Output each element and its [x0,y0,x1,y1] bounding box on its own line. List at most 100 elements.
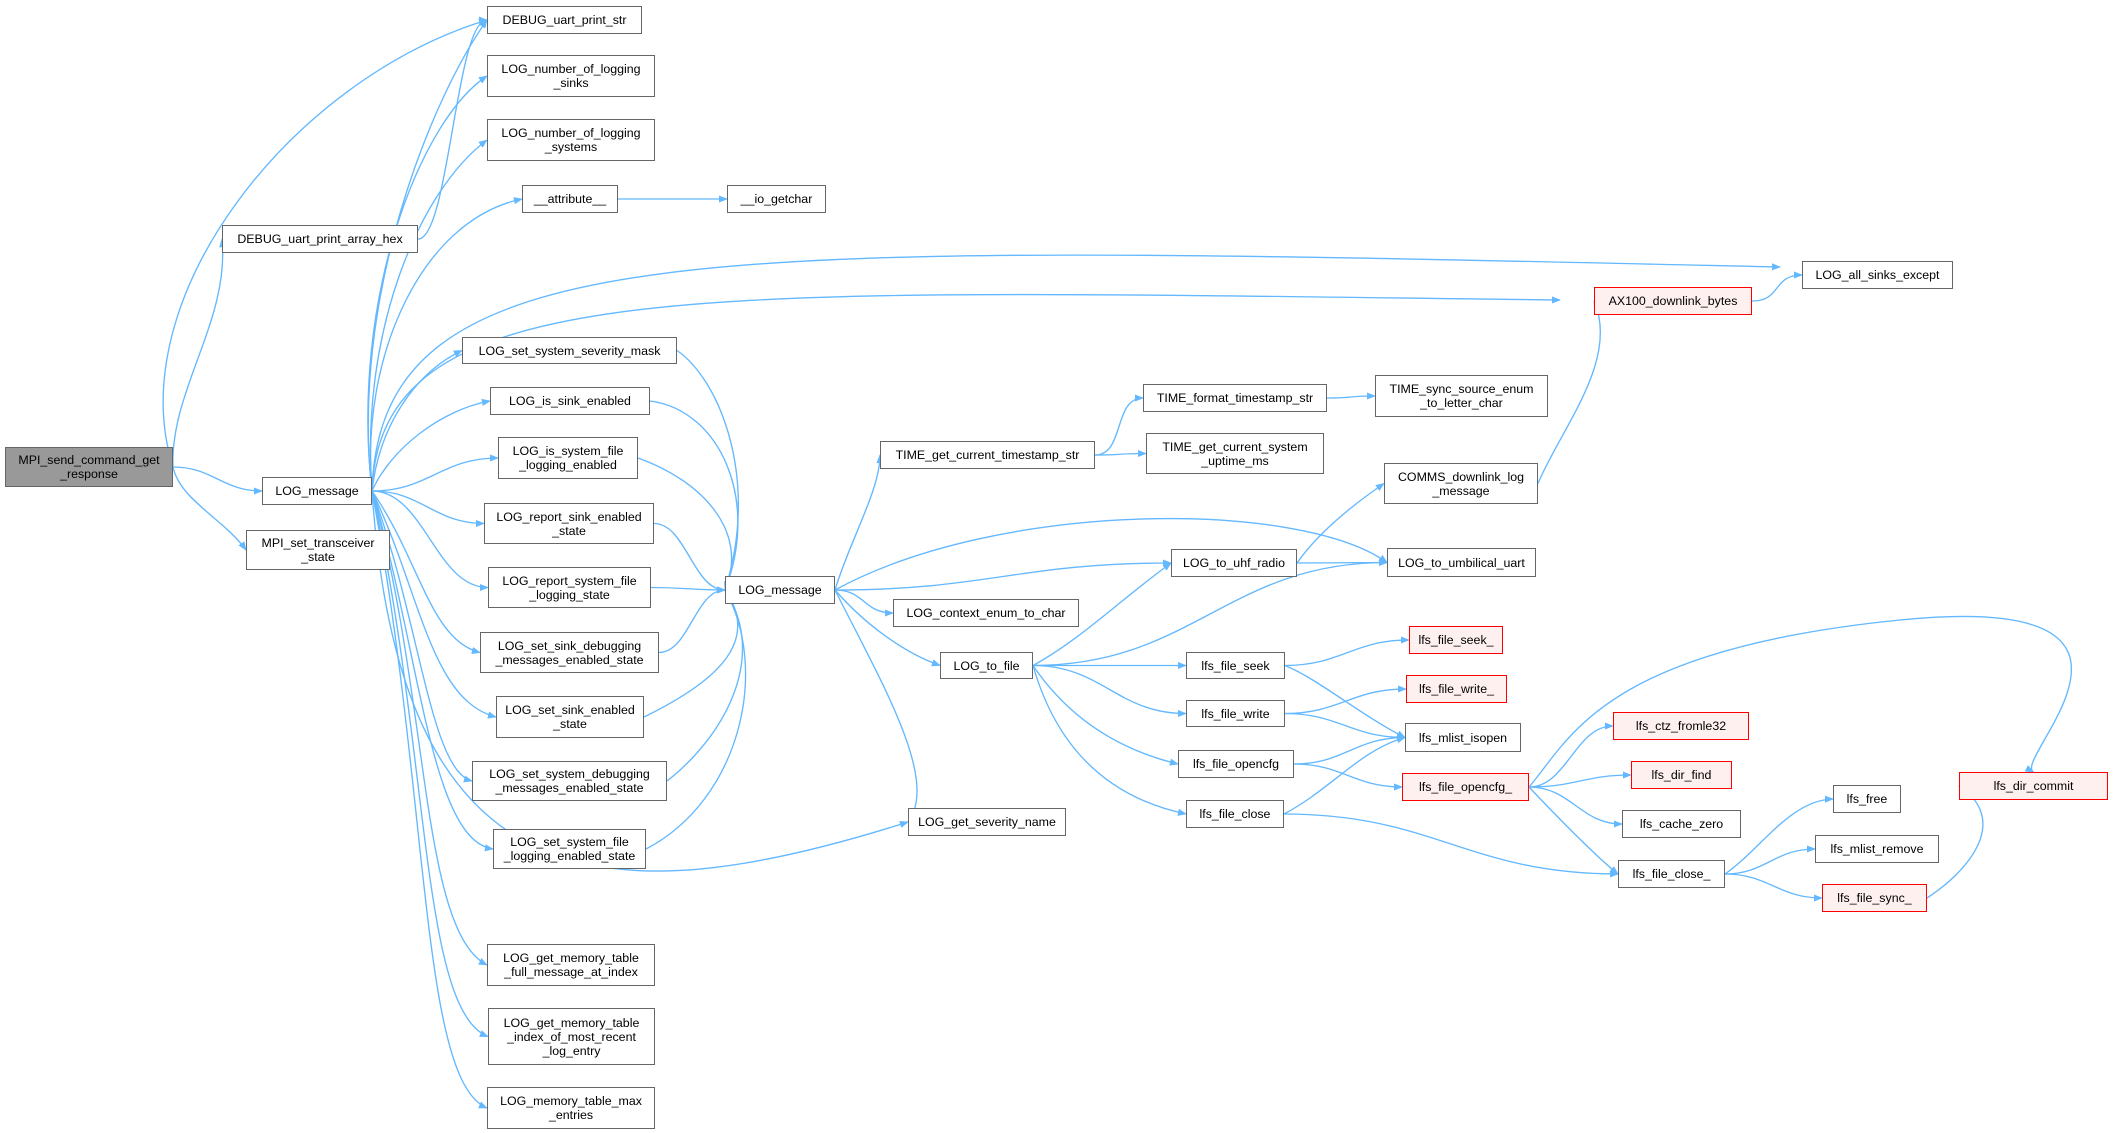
node-log-to-umb[interactable]: LOG_to_umbilical_uart [1387,548,1536,577]
node-label: TIME_sync_source_enum _to_letter_char [1389,382,1534,410]
node-lfs-file-seek[interactable]: lfs_file_seek [1186,652,1285,679]
node-lfs-dir-find[interactable]: lfs_dir_find [1631,761,1732,789]
node-lfs-file-opencfg-[interactable]: lfs_file_opencfg_ [1402,773,1529,801]
node-log-set-sink-dbg[interactable]: LOG_set_sink_debugging _messages_enabled… [480,632,659,673]
node-lfs-mlist-remove[interactable]: lfs_mlist_remove [1815,835,1939,863]
edge-lfs-file-write-to-lfs-file-write- [1284,685,1407,715]
edge-log-to-file-to-log-to-umb [1032,558,1388,667]
node-dbg-print-str[interactable]: DEBUG_uart_print_str [487,6,642,34]
edge-lfs-file-close-to-lfs-mlist-isopen [1283,736,1406,815]
edge-log-message-b-to-log-ctx-enum [834,589,894,617]
node-attribute[interactable]: __attribute__ [522,185,618,213]
node-label: lfs_mlist_isopen [1418,730,1508,745]
node-label: lfs_file_close [1199,807,1271,821]
node-log-is-sink-en[interactable]: LOG_is_sink_enabled [490,387,650,415]
node-label: TIME_get_current_system _uptime_ms [1162,439,1308,468]
node-label: lfs_file_write_ [1418,682,1495,696]
edge-log-message-a-to-log-num-systems [369,139,488,492]
node-lfs-free[interactable]: lfs_free [1833,785,1901,813]
node-label: LOG_set_system_file _logging_enabled_sta… [503,835,636,863]
node-log-num-sinks[interactable]: LOG_number_of_logging _sinks [487,55,655,97]
node-label: LOG_is_system_file _logging_enabled [512,444,624,472]
node-log-get-sev[interactable]: LOG_get_severity_name [908,808,1066,836]
node-label: LOG_get_memory_table _full_message_at_in… [503,951,639,979]
edge-log-to-uhf-to-comms-dl-log [1296,482,1385,564]
node-log-mem-full[interactable]: LOG_get_memory_table _full_message_at_in… [487,944,655,986]
edge-log-message-a-to-attribute [369,197,523,492]
edge-lfs-file-opencfg--to-lfs-dir-commit [1528,615,2073,788]
node-log-mem-recent[interactable]: LOG_get_memory_table _index_of_most_rece… [488,1008,655,1065]
edge-log-message-a-to-log-all-sinks [371,254,1781,492]
node-time-get-ts[interactable]: TIME_get_current_timestamp_str [880,441,1095,469]
node-log-is-sys-file[interactable]: LOG_is_system_file _logging_enabled [498,437,638,479]
edge-time-get-ts-to-time-uptime [1094,449,1147,458]
node-lfs-dir-commit[interactable]: lfs_dir_commit [1959,772,2108,800]
node-log-mem-max[interactable]: LOG_memory_table_max _entries [487,1087,655,1129]
node-log-rep-sink[interactable]: LOG_report_sink_enabled _state [484,503,654,544]
node-lfs-file-opencfg[interactable]: lfs_file_opencfg [1178,750,1294,778]
node-label: lfs_mlist_remove [1830,842,1924,856]
node-label: lfs_file_sync_ [1837,891,1912,905]
node-label: LOG_all_sinks_except [1815,268,1940,282]
node-lfs-cache-zero[interactable]: lfs_cache_zero [1622,810,1741,838]
edge-log-message-b-to-time-get-ts [834,454,884,591]
node-time-sync-src[interactable]: TIME_sync_source_enum _to_letter_char [1375,375,1548,417]
node-log-set-sys-file[interactable]: LOG_set_system_file _logging_enabled_sta… [493,829,646,869]
node-log-num-systems[interactable]: LOG_number_of_logging _systems [487,119,655,161]
node-comms-dl-log[interactable]: COMMS_downlink_log _message [1384,463,1538,504]
edge-lfs-file-opencfg--to-lfs-dir-find [1528,771,1632,788]
edge-log-is-sys-file-to-log-message-b [637,457,733,591]
node-label: lfs_file_seek [1201,658,1270,673]
node-label: COMMS_downlink_log _message [1397,469,1525,498]
node-label: LOG_number_of_logging _systems [501,126,641,154]
node-log-set-sink-en[interactable]: LOG_set_sink_enabled _state [496,696,644,738]
node-time-fmt-ts[interactable]: TIME_format_timestamp_str [1143,384,1327,412]
node-label: TIME_format_timestamp_str [1156,391,1314,405]
edge-mpi-send-to-dbg-print-str [162,18,488,468]
node-label: LOG_is_sink_enabled [509,394,631,408]
edge-mpi-send-to-mpi-set-trx [172,466,247,551]
node-label: MPI_send_command_get _response [18,453,160,481]
edge-log-message-a-to-log-get-sev [371,490,909,872]
node-label: LOG_get_memory_table _index_of_most_rece… [503,1015,640,1058]
node-log-message-b[interactable]: LOG_message [725,576,835,604]
node-lfs-file-write[interactable]: lfs_file_write [1186,700,1285,727]
node-log-to-file[interactable]: LOG_to_file [940,652,1033,679]
node-label: LOG_message [738,583,822,597]
edge-log-message-a-to-log-mem-max [371,490,488,1109]
node-log-message-a[interactable]: LOG_message [262,477,372,505]
node-ax100-dl[interactable]: AX100_downlink_bytes [1594,287,1752,315]
node-log-rep-sys-file[interactable]: LOG_report_system_file _logging_state [488,567,651,608]
node-mpi-set-trx[interactable]: MPI_set_transceiver _state [246,530,390,570]
node-lfs-file-seek-[interactable]: lfs_file_seek_ [1409,626,1503,654]
edge-lfs-file-opencfg-to-lfs-file-opencfg- [1293,763,1403,791]
node-label: LOG_report_sink_enabled _state [496,509,642,538]
node-lfs-file-sync-[interactable]: lfs_file_sync_ [1822,884,1927,912]
node-dbg-print-hex[interactable]: DEBUG_uart_print_array_hex [222,225,418,253]
node-mpi-send[interactable]: MPI_send_command_get _response [5,447,173,487]
node-label: LOG_to_file [953,658,1020,673]
edge-log-message-b-to-log-to-umb [834,517,1388,591]
edge-lfs-file-close--to-lfs-free [1724,795,1834,875]
edge-lfs-file-close-to-lfs-file-close- [1283,813,1619,878]
node-log-set-sys-dbg[interactable]: LOG_set_system_debugging _messages_enabl… [472,761,667,801]
node-io-getchar[interactable]: __io_getchar [727,185,826,213]
node-lfs-file-write-[interactable]: lfs_file_write_ [1406,675,1507,703]
node-log-ctx-enum[interactable]: LOG_context_enum_to_char [893,599,1079,627]
node-label: lfs_file_write [1201,706,1270,721]
edge-lfs-file-close--to-lfs-file-sync- [1724,873,1823,902]
edge-log-message-b-to-log-get-sev [834,589,918,823]
node-lfs-file-close-[interactable]: lfs_file_close_ [1618,860,1725,888]
node-lfs-file-close[interactable]: lfs_file_close [1186,800,1284,828]
node-log-set-sys-sev[interactable]: LOG_set_system_severity_mask [462,337,677,364]
edge-time-get-ts-to-time-fmt-ts [1094,394,1144,456]
node-log-to-uhf[interactable]: LOG_to_uhf_radio [1171,549,1297,577]
node-label: DEBUG_uart_print_str [502,13,627,27]
node-time-uptime[interactable]: TIME_get_current_system _uptime_ms [1146,433,1324,474]
node-lfs-ctz-fromle32[interactable]: lfs_ctz_fromle32 [1613,712,1749,740]
node-label: DEBUG_uart_print_array_hex [237,232,403,246]
node-label: LOG_memory_table_max _entries [500,1094,642,1122]
node-lfs-mlist-isopen[interactable]: lfs_mlist_isopen [1405,723,1521,752]
node-log-all-sinks[interactable]: LOG_all_sinks_except [1802,261,1953,289]
